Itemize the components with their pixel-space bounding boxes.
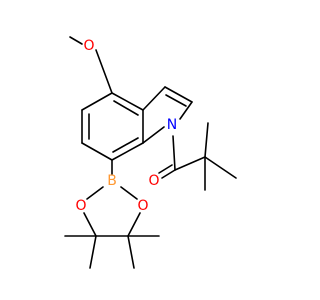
bond-c2-n1 (179, 101, 193, 120)
structure-diagram: O N B O O O (64, 36, 237, 269)
bond-c4-c3a-inner (113, 100, 139, 116)
bond-n1-c7a (142, 126, 165, 144)
bond-carbonyl-o2 (158, 164, 173, 174)
molecule-canvas: O N B O O O (64, 36, 237, 269)
bond-c7-c6 (81, 142, 113, 161)
bond-o-right-c (127, 212, 141, 237)
bond-cl-me2 (89, 235, 97, 269)
bond-c7a-c7-inner (112, 137, 139, 153)
bond-b-o-left (86, 186, 104, 200)
oxygen-ring-right-label: O (137, 198, 148, 214)
bond-c4-c3a (111, 92, 144, 111)
bond-c5-c4 (81, 92, 113, 111)
bond-cq-me1 (204, 122, 209, 158)
bond-c3-c2 (164, 86, 193, 103)
bond-methyl-o (69, 36, 83, 45)
bond-c3-c2-inner (165, 94, 187, 107)
bond-cq-me2 (204, 156, 237, 179)
bond-o-left-c (83, 212, 97, 237)
nitrogen-label: N (167, 117, 177, 133)
bond-cr-me2 (127, 235, 135, 269)
oxygen-methoxy-label: O (83, 38, 94, 54)
oxygen-carbonyl-label: O (148, 173, 159, 189)
bond-carbonyl-cq (174, 156, 206, 171)
bond-c7a-c7 (111, 142, 144, 161)
bond-o-c4 (95, 49, 113, 94)
bond-b-o-right (120, 186, 138, 200)
bond-carbonyl-o1 (161, 169, 176, 179)
oxygen-ring-left-label: O (75, 198, 86, 214)
boron-label: B (107, 173, 117, 189)
bond-c3a-c3 (142, 86, 166, 111)
bond-n1-carbonyl (172, 135, 176, 171)
